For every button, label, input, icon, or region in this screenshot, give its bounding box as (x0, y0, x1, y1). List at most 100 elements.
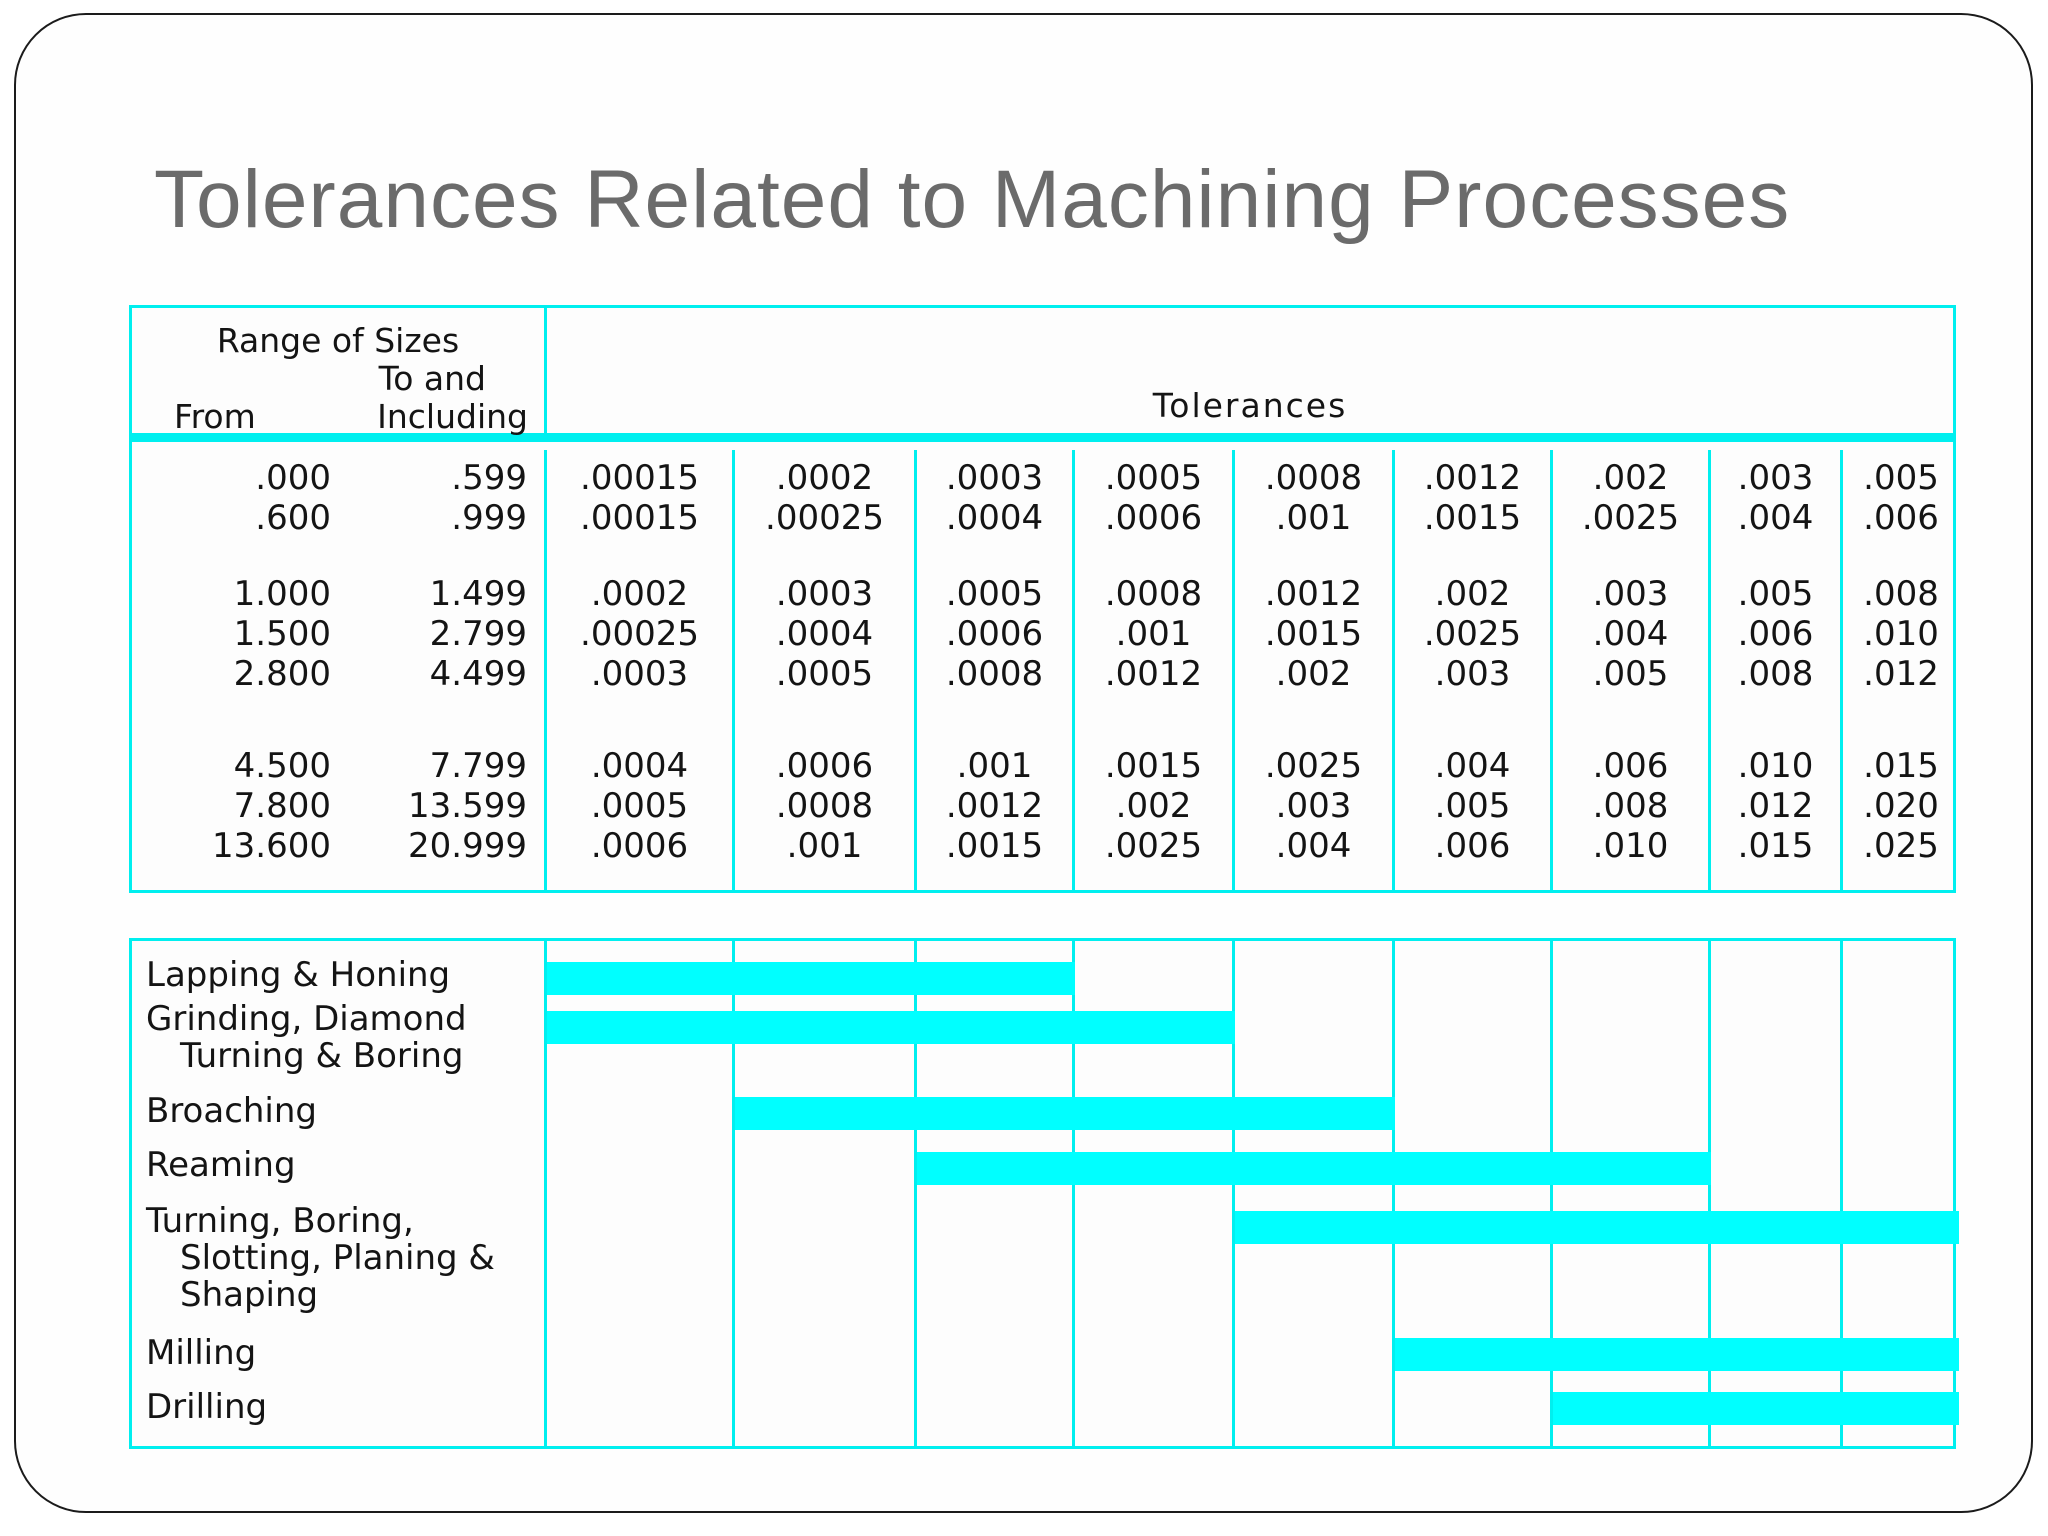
tolerance-cell: .008 (1737, 654, 1814, 694)
process-label-line: Slotting, Planing & (180, 1238, 495, 1278)
tolerance-cell: .005 (1863, 458, 1939, 498)
tolerance-cell: .0008 (945, 654, 1044, 694)
tolerance-cell: .008 (1863, 574, 1939, 614)
process-label: Broaching (132, 1093, 544, 1130)
to-value: .599 (451, 458, 527, 498)
tolerance-cell: .0002 (590, 574, 689, 614)
to-value: 1.499 (429, 574, 527, 614)
tolerance-cell: .010 (1592, 826, 1669, 866)
tolerance-cell: .001 (1275, 498, 1352, 538)
tolerance-cell: .0002 (775, 458, 874, 498)
including-label: Including (377, 397, 528, 436)
from-value: 1.000 (233, 574, 331, 614)
process-range-bar (547, 962, 1075, 995)
process-range-bar (735, 1097, 1395, 1130)
tolerance-cell: .012 (1863, 654, 1939, 694)
process-label-line: Drilling (146, 1387, 268, 1427)
tolerance-cell: .005 (1592, 654, 1669, 694)
tolerance-cell: .008 (1592, 786, 1669, 826)
tolerance-cell: .003 (1275, 786, 1352, 826)
size-range-row-2: 1.000 1.499 (132, 574, 544, 614)
tolerance-cell: .004 (1737, 498, 1814, 538)
tolerance-cell: .0008 (775, 786, 874, 826)
tolerance-cell: .0006 (1104, 498, 1203, 538)
from-value: 1.500 (233, 614, 331, 654)
table-column-6: .0012.0015.002.0025.003.004.005.006 (1395, 450, 1553, 890)
tolerances-title: Tolerances (1152, 386, 1348, 425)
process-label: Reaming (132, 1147, 544, 1184)
process-label: Milling (132, 1335, 544, 1372)
tolerance-cell: .002 (1275, 654, 1352, 694)
process-label: Drilling (132, 1389, 544, 1426)
slide: Tolerances Related to Machining Processe… (14, 13, 2033, 1513)
tolerance-cell: .012 (1737, 786, 1814, 826)
size-range-row-0: .000 .599 (132, 458, 544, 498)
tolerance-table: Range of Sizes To and From Including Tol… (129, 305, 1956, 893)
tolerance-cell: .0004 (590, 746, 689, 786)
tolerance-cell: .004 (1592, 614, 1669, 654)
tolerance-cell: .0003 (775, 574, 874, 614)
tolerance-cell: .010 (1737, 746, 1814, 786)
tolerance-cell: .0005 (775, 654, 874, 694)
tolerance-cell: .0025 (1264, 746, 1363, 786)
tolerance-cell: .0005 (590, 786, 689, 826)
tolerance-cell: .0006 (945, 614, 1044, 654)
tolerance-cell: .004 (1275, 826, 1352, 866)
tolerance-cell: .0025 (1104, 826, 1203, 866)
from-value: .000 (255, 458, 331, 498)
chart-column-7 (1553, 941, 1711, 1446)
tolerance-cell: .0004 (775, 614, 874, 654)
tolerance-cell: .002 (1434, 574, 1511, 614)
tolerance-cell: .0015 (1423, 498, 1522, 538)
tolerance-cell: .00025 (580, 614, 699, 654)
process-label-line: Broaching (146, 1091, 318, 1131)
from-label: From (174, 397, 256, 436)
table-column-3: .0003.0004.0005.0006.0008.001.0012.0015 (917, 450, 1075, 890)
tolerance-cell: .002 (1115, 786, 1192, 826)
tolerance-cell: .006 (1592, 746, 1669, 786)
to-value: 7.799 (429, 746, 527, 786)
from-value: 13.600 (212, 826, 331, 866)
to-value: 4.499 (429, 654, 527, 694)
tolerance-cell: .025 (1863, 826, 1939, 866)
tolerance-cell: .006 (1737, 614, 1814, 654)
tolerance-cell: .004 (1434, 746, 1511, 786)
tolerance-cell: .003 (1737, 458, 1814, 498)
tolerance-cell: .00025 (765, 498, 884, 538)
tolerance-cell: .0012 (1104, 654, 1203, 694)
from-value: 7.800 (233, 786, 331, 826)
size-range-row-5: 4.500 7.799 (132, 746, 544, 786)
size-range-row-6: 7.800 13.599 (132, 786, 544, 826)
tolerance-cell: .0005 (1104, 458, 1203, 498)
tolerance-cell: .003 (1434, 654, 1511, 694)
tolerance-cell: .0003 (945, 458, 1044, 498)
table-column-5: .0008.001.0012.0015.002.0025.003.004 (1235, 450, 1395, 890)
from-value: 4.500 (233, 746, 331, 786)
to-value: 13.599 (408, 786, 527, 826)
tolerance-cell: .0003 (590, 654, 689, 694)
tolerance-cell: .0025 (1423, 614, 1522, 654)
tolerance-cell: .010 (1863, 614, 1939, 654)
tolerance-cell: .006 (1863, 498, 1939, 538)
chart-column-4 (1075, 941, 1235, 1446)
process-range-bar (1395, 1338, 1959, 1371)
tolerance-cell: .015 (1737, 826, 1814, 866)
tolerance-cell: .0015 (1104, 746, 1203, 786)
tolerance-cell: .003 (1592, 574, 1669, 614)
process-range-bar (1235, 1211, 1959, 1244)
table-column-7: .002.0025.003.004.005.006.008.010 (1553, 450, 1711, 890)
tolerance-cell: .001 (786, 826, 863, 866)
process-range-bar (547, 1011, 1235, 1044)
from-value: 2.800 (233, 654, 331, 694)
table-column-1: .00015.00015.0002.00025.0003.0004.0005.0… (547, 450, 735, 890)
chart-column-6 (1395, 941, 1553, 1446)
chart-column-1 (547, 941, 735, 1446)
tolerance-cell: .001 (1115, 614, 1192, 654)
tolerance-cell: .015 (1863, 746, 1939, 786)
tolerance-cell: .0008 (1264, 458, 1363, 498)
tolerance-cell: .005 (1737, 574, 1814, 614)
